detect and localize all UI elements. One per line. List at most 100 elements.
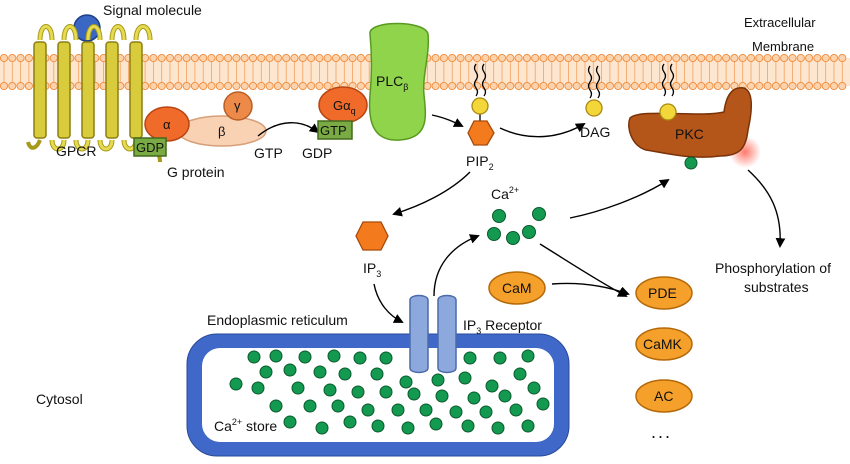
ca-ion [467,391,481,405]
ca-ion [521,349,535,363]
ca-ion [283,363,297,377]
ca-ion [521,419,535,433]
ip3-receptor-label: IP3 Receptor [463,317,542,336]
ca-ion [379,385,393,399]
ca-ion [283,415,297,429]
ca-ion [361,403,375,417]
ca-ion [431,373,445,387]
plc-beta-label: PLCβ [376,73,408,92]
camk [635,327,693,361]
pip2-label: PIP2 [466,153,494,172]
gdp-box [133,137,167,157]
exchange-arrow [257,122,320,137]
ac [635,379,693,413]
ca-ion [401,421,415,435]
ca-ion [399,375,413,389]
ca-ion [269,349,283,363]
dag-label: DAG [580,124,610,140]
ca-ion [351,385,365,399]
ca-ion [513,367,527,381]
ca-ion [461,419,475,433]
membrane-label: Membrane [752,39,814,54]
g-protein [133,91,267,157]
signal-molecule-label: Signal molecule [103,2,202,18]
ac-label: AC [654,388,673,404]
gtp-label: GTP [254,145,283,161]
ca-ion [327,349,341,363]
ip3-receptor [409,294,457,374]
phosphorylation-line1: Phosphorylation of [715,260,831,276]
ca-ion [323,383,337,397]
ca-ion [313,365,327,379]
arrow-pip2-dag [499,123,586,138]
cytosol-label: Cytosol [36,391,83,407]
alpha-subunit [144,106,190,142]
ca-ion [509,403,523,417]
gamma-label: γ [234,98,241,113]
camk-label: CaMK [643,336,683,352]
ellipsis: ... [651,422,672,442]
ca-ion [419,403,433,417]
pde-label: PDE [648,285,677,301]
ca-ion [391,403,405,417]
g-protein-label: G protein [167,164,225,180]
plc-beta [368,22,430,141]
ca-ion [449,405,463,419]
ca-ion [485,379,499,393]
beta-label: β [218,124,225,139]
gdp-label: GDP [302,145,332,161]
ca-ion [498,389,512,403]
galpha-q-label: Gαq [333,98,356,116]
gdp-box-label: GDP [136,140,164,155]
ca-ion [435,389,449,403]
ca-ion [298,350,312,364]
ca-ion [379,351,393,365]
ca-ion [491,421,505,435]
ca-ion [371,419,385,433]
arrow-ca-pkc [569,178,670,219]
ca-label: Ca2+ [491,185,519,202]
ca-ion [331,399,345,413]
pkc [628,63,761,170]
gtp-box [317,120,353,140]
arrow-ip3-receptor [373,283,404,323]
ca-store-label: Ca2+ store [214,417,277,434]
ip3-molecule [355,221,389,251]
arrow-cam-enzymes [551,282,630,296]
arrow-pkc-phosphorylation [747,169,786,248]
ca-ion [247,350,261,364]
alpha-label: α [163,117,171,132]
ca-ion [370,367,384,381]
ca-ion [291,381,305,395]
arrow-pip2-ip3 [392,171,471,217]
cam [488,271,546,305]
ca-ion [251,381,265,395]
ca-ion [269,399,283,413]
ca-ion [479,405,493,419]
arrow-receptor-ca [433,234,480,297]
ca-ion [353,351,367,365]
ca-ion [463,351,477,365]
cam-label: CaM [502,280,532,296]
er-label: Endoplasmic reticulum [207,312,348,328]
er-ca-store [229,349,550,435]
pip2-lipid [467,63,495,146]
ca-ion [429,417,443,431]
gtp-box-label: GTP [320,123,347,138]
ca-ion [407,387,421,401]
ca-ion [303,399,317,413]
pde [635,276,693,310]
ca-ion [259,365,273,379]
ca-ion [229,377,243,391]
gpcr-label: GPCR [56,143,96,159]
gpcr-receptor [26,24,162,163]
ca-ion [338,367,352,381]
cytosolic-ca-cluster [487,207,546,245]
extracellular-label: Extracellular [744,15,816,30]
pkc-label: PKC [675,126,704,142]
phosphorylation-line2: substrates [744,279,809,295]
ca-ion [493,351,507,365]
arrow-plc-pip2 [431,114,464,127]
